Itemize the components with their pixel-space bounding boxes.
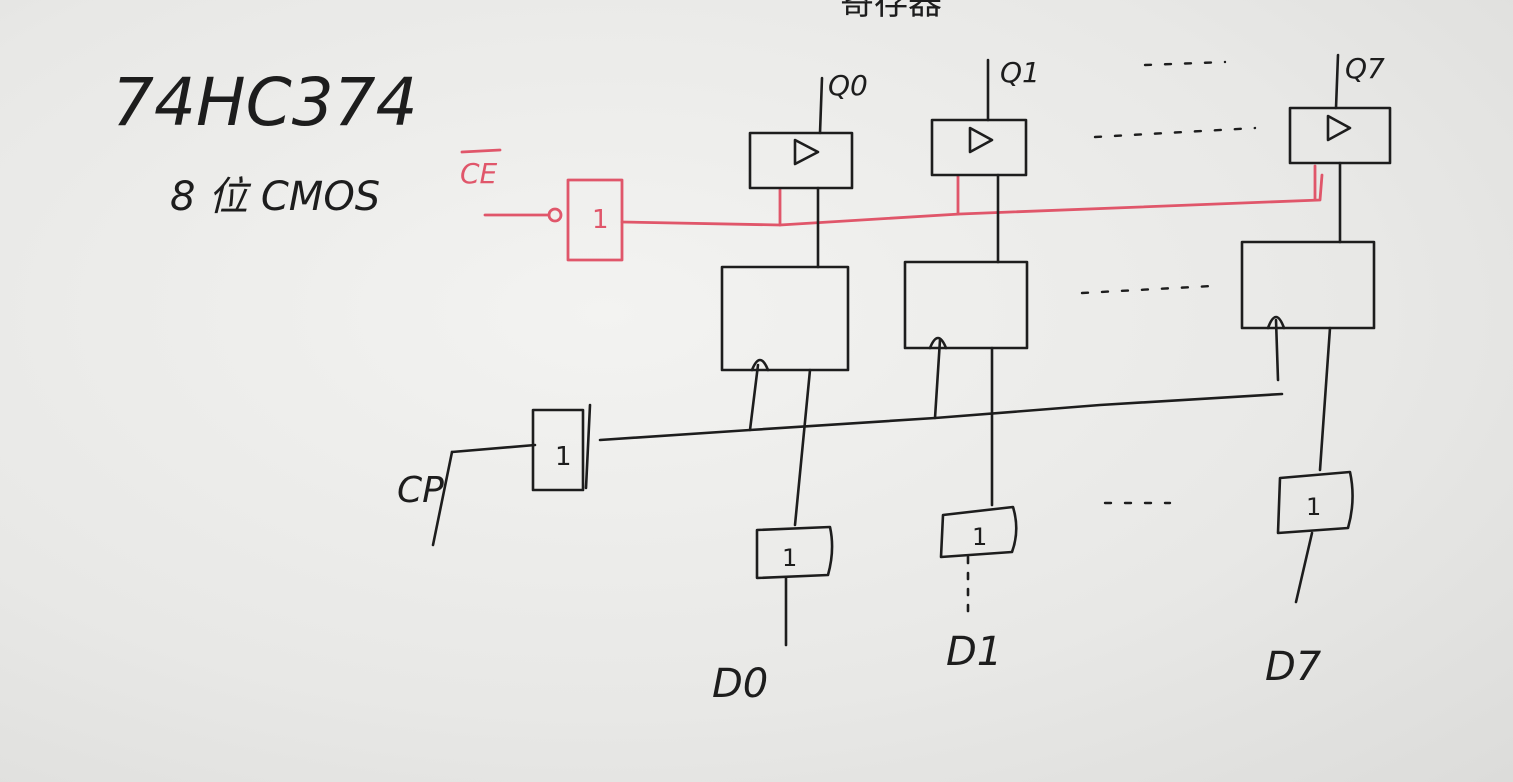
input-buffer-7 <box>1276 470 1354 604</box>
ce-overbar <box>460 148 502 154</box>
output-label-7: Q7 <box>1345 52 1385 85</box>
input-buffer-7-symbol: 1 <box>1306 493 1321 521</box>
cp-buffer-gate <box>531 403 592 492</box>
dots-flip-flops <box>1080 284 1214 295</box>
flip-flop-1 <box>903 173 1029 507</box>
input-buffer-0-symbol: 1 <box>782 544 797 572</box>
output-buffer-1 <box>930 58 1028 177</box>
input-buffer-1-symbol: 1 <box>972 523 987 551</box>
input-label-0: D0 <box>712 661 768 707</box>
dots-top <box>1143 60 1227 67</box>
cp-lead <box>431 450 454 547</box>
input-label-7: D7 <box>1265 644 1322 690</box>
top-cut-text: 寄存器 <box>840 0 942 23</box>
ce-label: CE <box>460 157 498 190</box>
ce-inversion-bubble <box>547 207 563 223</box>
flip-flop-7 <box>1240 161 1376 472</box>
enable-bus <box>620 173 1324 227</box>
input-label-1: D1 <box>946 629 1002 675</box>
cp-buffer-symbol: 1 <box>555 442 572 472</box>
part-number-title: 74HC374 <box>112 64 418 141</box>
output-buffer-0 <box>748 76 854 190</box>
output-label-0: Q0 <box>828 69 868 102</box>
dots-buffers <box>1093 126 1257 139</box>
ce-buffer-gate <box>566 178 624 262</box>
subtitle: 8 位 CMOS <box>170 174 380 220</box>
cp-input-wire <box>450 443 537 454</box>
clock-bus <box>598 392 1284 442</box>
output-label-1: Q1 <box>1000 56 1040 89</box>
flip-flop-0 <box>720 186 850 527</box>
input-buffer-1 <box>939 505 1018 614</box>
ce-buffer-symbol: 1 <box>592 205 609 235</box>
input-buffer-0 <box>755 525 834 647</box>
cp-label: CP <box>397 470 444 511</box>
